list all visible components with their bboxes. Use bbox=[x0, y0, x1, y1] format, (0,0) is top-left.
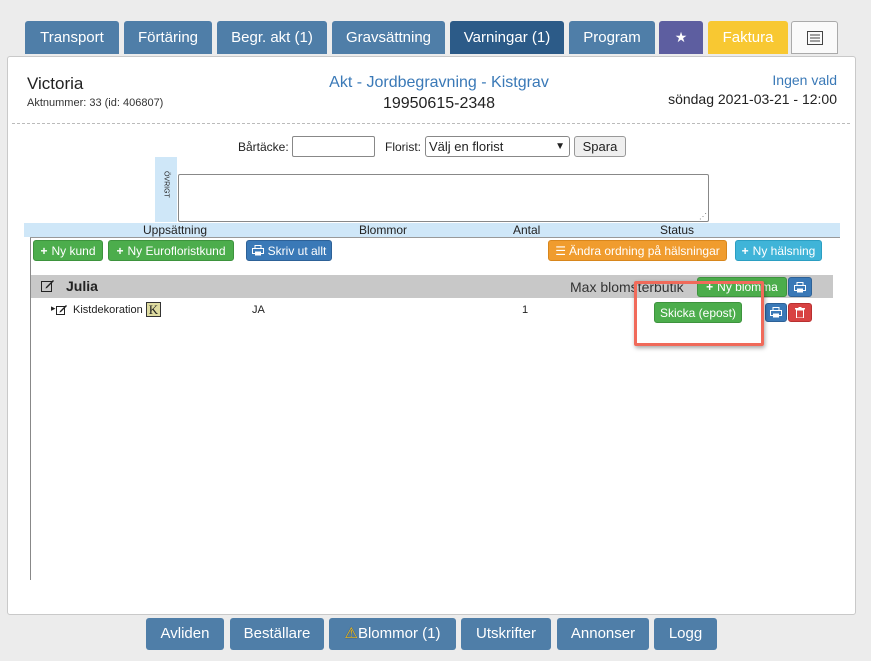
tab-faktura[interactable]: Faktura bbox=[708, 21, 788, 54]
reorder-greetings-label: Ändra ordning på hälsningar bbox=[568, 243, 720, 258]
new-flower-label: Ny blomma bbox=[717, 280, 778, 294]
edit-icon[interactable] bbox=[56, 304, 68, 315]
bottom-tab-blommor-label: Blommor (1) bbox=[357, 625, 441, 642]
column-header-blommor: Blommor bbox=[359, 223, 408, 237]
save-button[interactable]: Spara bbox=[574, 136, 626, 157]
florist-shop-name: Max blomsterbutik bbox=[570, 279, 684, 295]
florist-label: Florist: bbox=[385, 140, 421, 154]
florist-select[interactable]: Välj en florist ▼ bbox=[425, 136, 570, 157]
count-value: 1 bbox=[522, 304, 529, 316]
new-customer-button[interactable]: +Ny kund bbox=[33, 240, 103, 261]
ovrigt-textarea[interactable]: ⋰ bbox=[178, 174, 709, 222]
case-number: Aktnummer: 33 (id: 406807) bbox=[27, 97, 164, 109]
tab-varningar[interactable]: Varningar (1) bbox=[450, 21, 564, 54]
warning-icon: ⚠ bbox=[344, 625, 358, 642]
bottom-tab-bestallare[interactable]: Beställare bbox=[230, 618, 324, 650]
assignee-link[interactable]: Ingen vald bbox=[772, 72, 837, 88]
plus-icon: + bbox=[741, 243, 749, 258]
plus-icon: + bbox=[116, 243, 124, 258]
tab-fortaring[interactable]: Förtäring bbox=[124, 21, 212, 54]
bottom-tab-blommor[interactable]: ⚠Blommor (1) bbox=[329, 618, 456, 650]
plus-icon: + bbox=[40, 243, 48, 258]
bottom-tab-annonser[interactable]: Annonser bbox=[557, 618, 649, 650]
print-all-button[interactable]: Skriv ut allt bbox=[246, 240, 332, 261]
flowers-value: JA bbox=[252, 304, 265, 316]
tab-transport[interactable]: Transport bbox=[25, 21, 119, 54]
plus-icon: + bbox=[706, 280, 714, 294]
printer-icon bbox=[251, 245, 264, 256]
new-greeting-label: Ny hälsning bbox=[752, 243, 816, 258]
edit-icon[interactable] bbox=[41, 279, 55, 292]
star-icon: ★ bbox=[674, 29, 688, 45]
new-euroflorist-button[interactable]: +Ny Eurofloristkund bbox=[108, 240, 234, 261]
caret-right-icon[interactable]: ▸ bbox=[51, 303, 56, 313]
printer-icon bbox=[770, 307, 782, 318]
chevron-down-icon: ▼ bbox=[555, 141, 565, 152]
florist-select-value: Välj en florist bbox=[429, 139, 504, 154]
print-flower-button[interactable] bbox=[765, 303, 787, 322]
deceased-name: Victoria bbox=[27, 74, 84, 93]
customer-row bbox=[31, 275, 833, 298]
new-greeting-button[interactable]: +Ny hälsning bbox=[735, 240, 822, 261]
tab-favorites[interactable]: ★ bbox=[659, 21, 703, 54]
ovrigt-label: ÖVRIGT bbox=[162, 171, 170, 198]
print-customer-button[interactable] bbox=[788, 277, 812, 297]
resize-handle-icon[interactable]: ⋰ bbox=[699, 212, 707, 221]
tab-list[interactable] bbox=[791, 21, 838, 54]
bartacke-input[interactable] bbox=[292, 136, 375, 157]
reorder-greetings-button[interactable]: ☰Ändra ordning på hälsningar bbox=[548, 240, 727, 261]
column-header-band bbox=[24, 223, 840, 237]
arrangement-name: Kistdekoration bbox=[73, 304, 143, 316]
case-date: söndag 2021-03-21 - 12:00 bbox=[668, 91, 837, 107]
case-title[interactable]: Akt - Jordbegravning - Kistgrav bbox=[329, 74, 549, 91]
header-divider bbox=[12, 123, 850, 124]
bottom-tab-utskrifter[interactable]: Utskrifter bbox=[461, 618, 551, 650]
content-left-border bbox=[30, 237, 31, 580]
bartacke-label: Bårtäcke: bbox=[238, 140, 289, 154]
column-header-status: Status bbox=[660, 223, 695, 237]
new-customer-label: Ny kund bbox=[51, 243, 96, 258]
tab-program[interactable]: Program bbox=[569, 21, 655, 54]
new-euroflorist-label: Ny Eurofloristkund bbox=[127, 243, 226, 258]
list-ordered-icon: ☰ bbox=[555, 243, 566, 258]
column-header-uppsattning: Uppsättning bbox=[143, 223, 208, 237]
list-icon bbox=[806, 31, 823, 45]
bottom-tab-avliden[interactable]: Avliden bbox=[146, 618, 224, 650]
delete-flower-button[interactable] bbox=[788, 303, 812, 322]
ovrigt-label-box: ÖVRIGT bbox=[155, 157, 177, 222]
arrangement-badge: K bbox=[146, 302, 161, 317]
content-top-border bbox=[30, 237, 840, 238]
printer-icon bbox=[794, 281, 806, 292]
print-all-label: Skriv ut allt bbox=[267, 243, 327, 258]
bottom-tab-logg[interactable]: Logg bbox=[654, 618, 717, 650]
tab-gravsattning[interactable]: Gravsättning bbox=[332, 21, 445, 54]
customer-name: Julia bbox=[66, 278, 98, 294]
tab-begr-akt[interactable]: Begr. akt (1) bbox=[217, 21, 327, 54]
new-flower-button[interactable]: +Ny blomma bbox=[697, 277, 787, 297]
send-email-button[interactable]: Skicka (epost) bbox=[654, 302, 742, 323]
column-header-antal: Antal bbox=[513, 223, 541, 237]
trash-icon bbox=[795, 307, 805, 318]
personal-id: 19950615-2348 bbox=[382, 95, 496, 112]
